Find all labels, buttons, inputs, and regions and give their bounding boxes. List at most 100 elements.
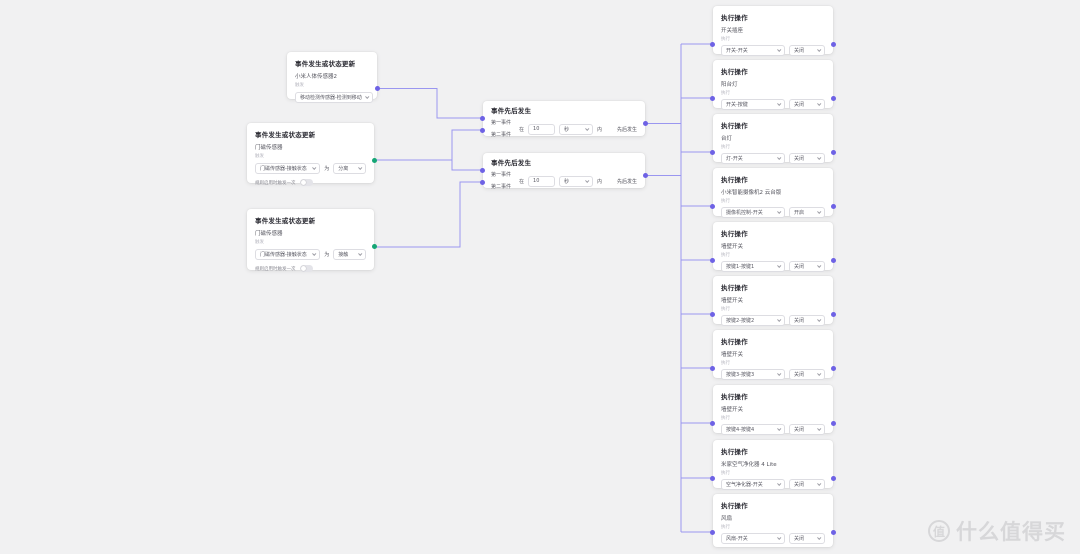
- input-port[interactable]: [710, 475, 715, 481]
- input-port[interactable]: [710, 311, 715, 317]
- value-select[interactable]: 关闭: [789, 479, 825, 490]
- input-port-2[interactable]: [480, 180, 485, 185]
- action-node-wall-switch-key2[interactable]: 执行操作 墙壁开关 执行 按键2-按键2 关闭: [710, 276, 836, 326]
- input-port[interactable]: [710, 420, 715, 426]
- input-port[interactable]: [710, 149, 715, 155]
- duration-input[interactable]: 10: [528, 175, 556, 187]
- smzdm-watermark: 值 什么值得买: [928, 516, 1066, 546]
- output-port[interactable]: [643, 121, 648, 126]
- value-select[interactable]: 分离: [333, 163, 366, 174]
- action-select[interactable]: 灯-开关: [721, 153, 785, 164]
- output-port[interactable]: [831, 149, 836, 155]
- action-select[interactable]: 开关-按键: [721, 99, 785, 110]
- condition-node-sequence-2[interactable]: 事件先后发生 第一事件 第二事件 在 10 秒 内 先后发生: [480, 153, 648, 190]
- unit-select[interactable]: 秒: [559, 175, 594, 187]
- node-meta-label: 触发: [255, 240, 264, 245]
- trigger-once-toggle[interactable]: [299, 179, 313, 186]
- property-select[interactable]: 门磁传感器-接触状态: [255, 163, 321, 174]
- action-node-wall-switch-key4[interactable]: 执行操作 墙壁开关 执行 按键4-按键4 关闭: [710, 385, 836, 435]
- event-select[interactable]: 移动检测传感器-检测到移动: [295, 92, 373, 103]
- action-select[interactable]: 摄像机控制-开关: [721, 207, 785, 218]
- output-port[interactable]: [831, 420, 836, 426]
- input-port[interactable]: [710, 529, 715, 535]
- smzdm-watermark-text: 什么值得买: [956, 520, 1066, 544]
- property-select[interactable]: 门磁传感器-接触状态: [255, 249, 321, 260]
- chevron-down-icon: [817, 47, 822, 52]
- action-select[interactable]: 开关-开关: [721, 45, 785, 56]
- action-node-socket[interactable]: 执行操作 开关插座 执行 开关-开关 关闭: [710, 6, 836, 56]
- output-port[interactable]: [375, 86, 380, 91]
- output-port[interactable]: [643, 173, 648, 178]
- node-title: 执行操作: [721, 68, 748, 76]
- input-port[interactable]: [710, 41, 715, 47]
- output-port[interactable]: [831, 257, 836, 263]
- output-port[interactable]: [831, 311, 836, 317]
- input-port-1[interactable]: [480, 167, 485, 173]
- output-port[interactable]: [831, 475, 836, 481]
- value-select[interactable]: 开启: [789, 207, 825, 218]
- output-port[interactable]: [831, 41, 836, 47]
- action-select[interactable]: 按键2-按键2: [721, 315, 785, 326]
- action-select[interactable]: 按键3-按键3: [721, 369, 785, 380]
- input-port-2[interactable]: [480, 128, 485, 133]
- output-port[interactable]: [831, 365, 836, 371]
- within-prefix-label: 在: [519, 126, 525, 133]
- action-node-lamp[interactable]: 执行操作 台灯 执行 灯-开关 关闭: [710, 114, 836, 164]
- trigger-once-label: 规则启用时触发一次: [255, 180, 296, 186]
- condition-node-sequence-1[interactable]: 事件先后发生 第一事件 第二事件 在 10 秒 内 先后发生: [480, 101, 648, 138]
- unit-select[interactable]: 秒: [559, 123, 594, 135]
- input-port[interactable]: [710, 257, 715, 263]
- output-port[interactable]: [831, 203, 836, 209]
- action-select[interactable]: 按键4-按键4: [721, 424, 785, 435]
- within-suffix-label: 内: [597, 178, 603, 185]
- node-title: 执行操作: [721, 393, 748, 401]
- action-node-camera[interactable]: 执行操作 小米智能摄像机2 云台版 执行 摄像机控制-开关 开启: [710, 168, 836, 218]
- value-select[interactable]: 关闭: [789, 424, 825, 435]
- output-port[interactable]: [831, 95, 836, 101]
- node-title: 执行操作: [721, 230, 748, 238]
- output-port[interactable]: [372, 244, 377, 249]
- input-port[interactable]: [710, 95, 715, 101]
- action-node-wall-switch-key1[interactable]: 执行操作 墙壁开关 执行 按键1-按键1 关闭: [710, 222, 836, 272]
- duration-input[interactable]: 10: [528, 123, 556, 135]
- device-name: 墙壁开关: [721, 407, 744, 413]
- chevron-down-icon: [817, 155, 822, 160]
- action-node-wall-switch-key3[interactable]: 执行操作 墙壁开关 执行 按键3-按键3 关闭: [710, 330, 836, 380]
- action-node-fan[interactable]: 执行操作 风扇 执行 风扇-开关 关闭: [710, 494, 836, 547]
- value-select[interactable]: 关闭: [789, 369, 825, 380]
- action-select[interactable]: 按键1-按键1: [721, 261, 785, 272]
- output-port[interactable]: [831, 529, 836, 535]
- input-port[interactable]: [710, 203, 715, 209]
- trigger-node-door-sensor-open[interactable]: 事件发生或状态更新 门磁传感器 触发 门磁传感器-接触状态 为 分离 规则启用时…: [247, 123, 377, 186]
- node-meta-label: 执行: [721, 361, 730, 366]
- node-title: 执行操作: [721, 448, 748, 456]
- trigger-node-door-sensor-close[interactable]: 事件发生或状态更新 门磁传感器 触发 门磁传感器-接触状态 为 接触 规则启用时…: [247, 209, 377, 272]
- value-select[interactable]: 关闭: [789, 153, 825, 164]
- action-node-balcony-light[interactable]: 执行操作 阳台灯 执行 开关-按键 关闭: [710, 60, 836, 110]
- chevron-down-icon: [777, 535, 782, 540]
- value-select[interactable]: 关闭: [789, 315, 825, 326]
- value-select[interactable]: 关闭: [789, 533, 825, 544]
- value-select[interactable]: 接触: [333, 249, 366, 260]
- device-name: 墙壁开关: [721, 298, 744, 304]
- chevron-down-icon: [817, 209, 822, 214]
- value-select[interactable]: 关闭: [789, 45, 825, 56]
- value-select[interactable]: 关闭: [789, 99, 825, 110]
- chevron-down-icon: [585, 126, 590, 131]
- action-select[interactable]: 空气净化器-开关: [721, 479, 785, 490]
- input-port-1[interactable]: [480, 115, 485, 121]
- device-name: 台灯: [721, 136, 733, 142]
- action-select[interactable]: 风扇-开关: [721, 533, 785, 544]
- trigger-once-toggle[interactable]: [299, 265, 313, 272]
- device-name: 小米智能摄像机2 云台版: [721, 190, 782, 196]
- device-name: 开关插座: [721, 28, 744, 34]
- input-port[interactable]: [710, 365, 715, 371]
- value-select[interactable]: 关闭: [789, 261, 825, 272]
- port-label-first-event: 第一事件: [491, 120, 512, 126]
- action-node-air-purifier[interactable]: 执行操作 米家空气净化器 4 Lite 执行 空气净化器-开关 关闭: [710, 440, 836, 490]
- chevron-down-icon: [364, 94, 370, 99]
- output-port[interactable]: [372, 157, 377, 163]
- trigger-node-motion-sensor[interactable]: 事件发生或状态更新 小米人体传感器2 触发 移动检测传感器-检测到移动: [287, 52, 380, 103]
